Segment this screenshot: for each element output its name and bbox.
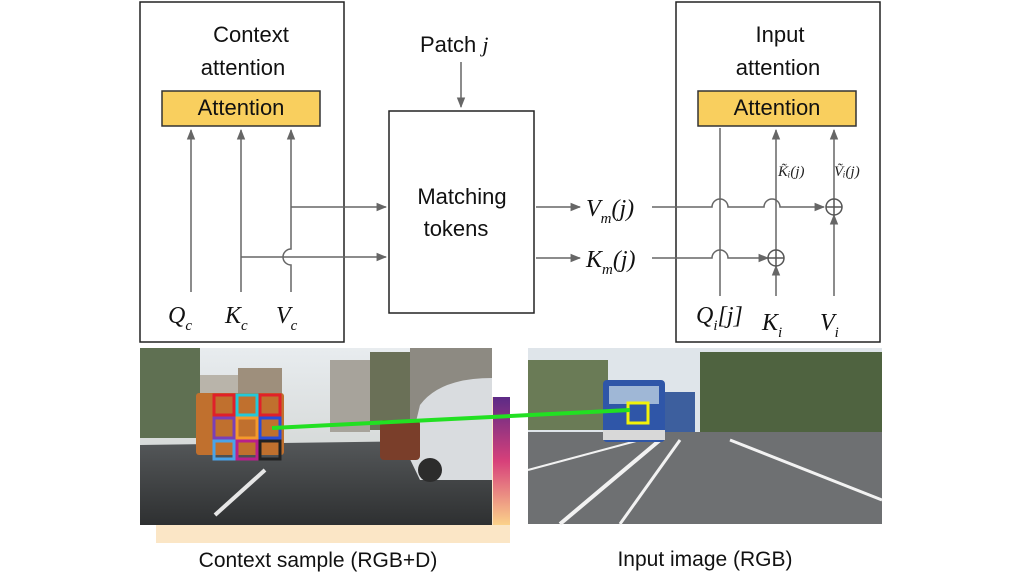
input-image: [527, 348, 883, 526]
context-attention-box: [161, 90, 321, 127]
context-title-line2: attention: [201, 55, 285, 80]
context-attention-block: Context attention Attention Qc Kc Vc: [139, 1, 345, 343]
matching-line2: tokens: [424, 216, 489, 241]
input-title-line1: Input: [756, 22, 805, 47]
v-tilde-label: Ṽᵢ(j): [834, 163, 860, 180]
depth-strip: [493, 397, 510, 525]
ki-label: Ki: [761, 310, 782, 341]
input-attention-box: [697, 90, 857, 127]
k-sum-node: [767, 249, 785, 267]
patch-label: Patch j: [420, 32, 489, 57]
matching-line1: Matching: [417, 184, 506, 209]
input-highlight-patch: [626, 401, 650, 425]
context-attention-label: Attention: [198, 95, 285, 120]
qc-label: Qc: [168, 303, 192, 334]
v-sum-node: [825, 198, 843, 216]
vc-label: Vc: [276, 303, 298, 334]
input-title-line2: attention: [736, 55, 820, 80]
context-block-frame: [139, 1, 345, 343]
input-caption: Input image (RGB): [617, 548, 792, 571]
input-attention-block: Input attention Attention K̃ᵢ(j) Ṽᵢ(j) Q…: [652, 1, 881, 343]
matching-box: [388, 110, 535, 314]
context-caption: Context sample (RGB+D): [199, 549, 438, 572]
correspondence-line: [271, 408, 631, 430]
vm-line: [652, 198, 826, 212]
context-sample-image: [140, 348, 510, 543]
km-label: Km(j): [585, 247, 636, 278]
qi-label: Qi[j]: [696, 303, 743, 334]
input-block-frame: [675, 1, 881, 343]
context-title-line1: Context: [213, 22, 289, 47]
matching-tokens-block: Matching tokens: [388, 110, 535, 314]
input-attention-label: Attention: [734, 95, 821, 120]
k-tilde-label: K̃ᵢ(j): [777, 164, 805, 180]
vi-label: Vi: [820, 310, 839, 341]
vm-label: Vm(j): [586, 196, 634, 227]
kc-label: Kc: [224, 303, 248, 334]
